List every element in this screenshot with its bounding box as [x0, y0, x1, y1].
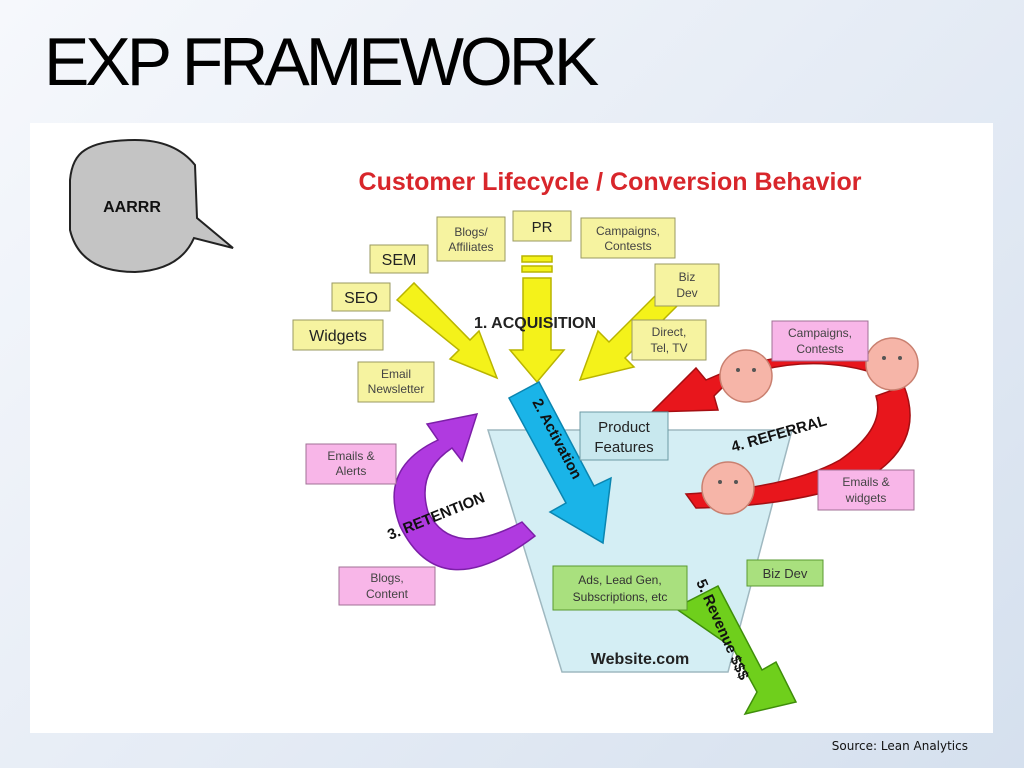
source-box-widgets	[292, 319, 384, 351]
diagram-heading: Customer Lifecycle / Conversion Behavior	[359, 168, 862, 196]
acquisition-sources: Blogs/ Affiliates PR Campaigns, Contests…	[292, 210, 720, 403]
source-label-blogs-2: Affiliates	[448, 240, 493, 254]
website-name: Website.com	[591, 651, 689, 668]
source-label-bizdev-1: Biz	[679, 270, 696, 284]
retention-label-emails-1: Emails &	[327, 449, 374, 463]
revenue-sources-label-1: Ads, Lead Gen,	[578, 573, 661, 587]
referral-box-campaigns	[771, 320, 869, 362]
source-box-email	[357, 361, 435, 403]
source-box-bizdev	[654, 263, 720, 307]
source-box-campaigns	[580, 217, 676, 259]
smiley-right	[865, 337, 919, 391]
source-label-direct-1: Direct,	[652, 325, 687, 339]
source-label-bizdev-2: Dev	[676, 286, 697, 300]
source-label-widgets: Widgets	[309, 328, 367, 345]
source-label-campaigns-2: Contests	[604, 239, 651, 253]
product-features-label-2: Features	[594, 439, 653, 456]
retention-label-emails-2: Alerts	[336, 464, 367, 478]
biz-dev-box	[746, 559, 824, 587]
source-box-blogs	[436, 216, 506, 262]
revenue-sources-box	[552, 565, 688, 611]
source-label-direct-2: Tel, TV	[650, 341, 687, 355]
source-label-email-2: Newsletter	[368, 382, 425, 396]
source-label-email-1: Email	[381, 367, 411, 381]
source-label-seo: SEO	[344, 290, 378, 307]
acquisition-arrows	[395, 255, 683, 384]
source-box-seo	[331, 282, 391, 312]
slide-title: EXP FRAMEWORK	[44, 24, 599, 100]
referral-label-campaigns-1: Campaigns,	[788, 326, 852, 340]
biz-dev-label: Biz Dev	[763, 566, 808, 581]
referral-label-campaigns-2: Contests	[796, 342, 843, 356]
retention-box-blogs	[338, 566, 436, 606]
source-label-pr: PR	[532, 219, 553, 236]
product-features-label-1: Product	[598, 419, 651, 436]
source-box-sem	[369, 244, 429, 274]
bubble-label: AARRR	[103, 199, 161, 216]
smiley-left	[719, 349, 773, 403]
revenue-sources-label-2: Subscriptions, etc	[573, 590, 668, 604]
source-label-blogs-1: Blogs/	[454, 225, 488, 239]
source-label-sem: SEM	[382, 252, 417, 269]
source-label-campaigns-1: Campaigns,	[596, 224, 660, 238]
speech-bubble: AARRR	[69, 138, 234, 274]
referral-box-emails	[817, 469, 915, 511]
retention-arrow	[393, 413, 537, 571]
referral-label-emails-1: Emails &	[842, 475, 889, 489]
retention-label-blogs-2: Content	[366, 587, 409, 601]
revenue-arrow	[673, 584, 798, 716]
source-box-pr	[512, 210, 572, 242]
source-box-direct	[631, 319, 707, 361]
stage-label-acquisition: 1. ACQUISITION	[474, 315, 596, 332]
retention-label-blogs-1: Blogs,	[370, 571, 403, 585]
source-citation: Source: Lean Analytics	[831, 739, 968, 753]
referral-channels: Campaigns, Contests Emails & widgets	[771, 320, 915, 511]
activation-arrow	[507, 380, 612, 545]
product-features-box	[579, 411, 669, 461]
retention-box-emails	[305, 443, 397, 485]
retention-channels: Emails & Alerts Blogs, Content	[305, 443, 436, 606]
smiley-bottom	[701, 461, 755, 515]
website-funnel	[486, 429, 793, 673]
website-components: Product Features Ads, Lead Gen, Subscrip…	[552, 411, 824, 668]
referral-label-emails-2: widgets	[845, 491, 887, 505]
